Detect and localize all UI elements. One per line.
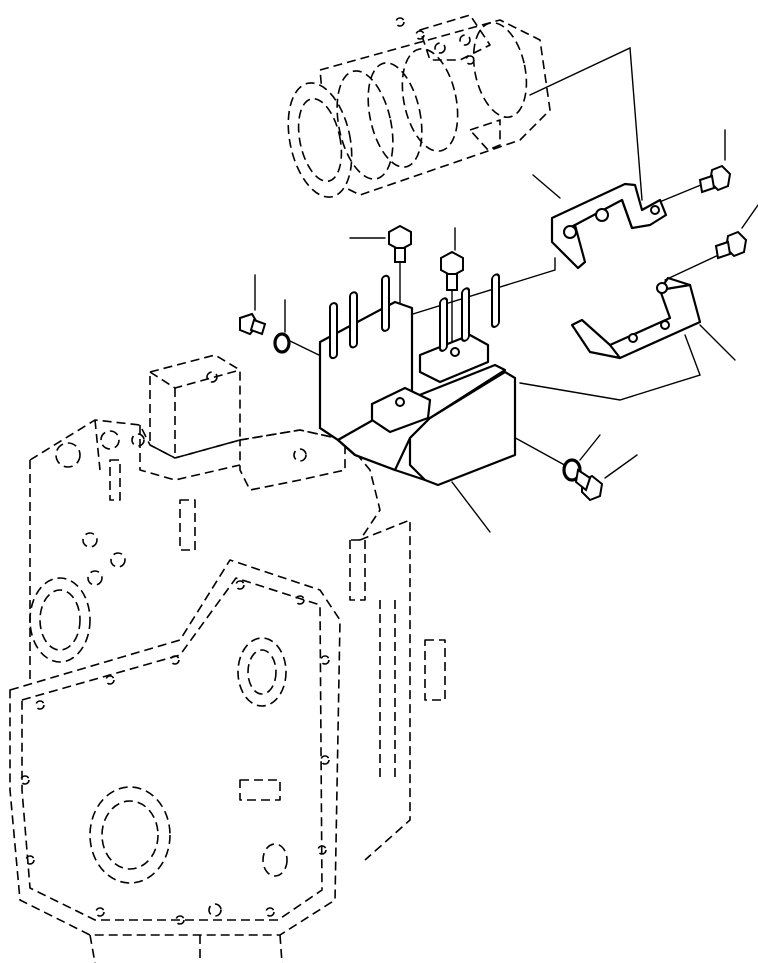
mounting-bracket — [318, 273, 517, 487]
air-cleaner-band-3 — [401, 48, 459, 152]
air-cleaner-fitting-1 — [434, 42, 446, 54]
leader-mid-bolt — [741, 204, 758, 229]
bracket-back-slot-3 — [381, 274, 390, 332]
gear-cover-small-bore — [262, 843, 288, 877]
upper-strap-nut-2 — [563, 225, 577, 239]
bracket-front-slot-3 — [491, 273, 500, 328]
housing-base-hole — [208, 903, 222, 917]
bracket-bottom-edge — [318, 426, 427, 482]
leader-lines — [254, 129, 758, 533]
center-line-lower-strap — [519, 334, 701, 401]
air-cleaner-outlet — [472, 21, 528, 119]
housing-slot-1 — [109, 459, 121, 501]
bracket-front-slot-2 — [461, 287, 470, 342]
air-cleaner-foot — [469, 119, 501, 151]
gear-cover-crank-bore — [89, 786, 171, 884]
air-cleaner-band-2 — [367, 62, 423, 168]
air-cleaner-end-cap — [287, 82, 353, 198]
air-cleaner-end-cap-inner — [297, 97, 343, 183]
air-cleaner-fitting-3 — [395, 17, 405, 27]
bracket-pad-left-hole — [395, 397, 405, 407]
housing-boss-2 — [100, 430, 120, 450]
washer-left — [273, 332, 291, 354]
upper-strap-body — [550, 182, 668, 270]
housing-hole-2 — [87, 570, 103, 586]
housing-upper-pad — [239, 429, 346, 491]
center-line-washer-left — [287, 339, 326, 359]
center-line-bracket-upper — [399, 257, 556, 319]
housing-left-bore — [29, 577, 91, 663]
bracket-pad-right-hole — [450, 347, 460, 357]
housing-slot-2 — [179, 499, 196, 551]
lower-strap-bracket — [570, 276, 702, 360]
upper-strap-bracket — [550, 182, 668, 270]
housing-upper-edges — [29, 419, 241, 690]
housing-pad-hole — [293, 448, 307, 462]
bolt-upper-strap — [698, 164, 732, 194]
gear-cover-plate — [9, 559, 341, 936]
washer-right — [562, 458, 582, 482]
engine-front-housing — [9, 354, 446, 963]
air-cleaner — [287, 14, 551, 198]
bracket-back-slot-1 — [329, 302, 338, 360]
bolt-left-side — [239, 312, 267, 336]
air-cleaner-fitting-2 — [459, 34, 471, 46]
gear-cover-upper-bore — [237, 637, 287, 707]
lower-strap-hole-2 — [660, 320, 670, 330]
leader-right-washer — [579, 434, 601, 461]
fasteners — [239, 164, 748, 502]
center-line-washer-right — [509, 434, 571, 469]
leader-mounting-bracket — [451, 481, 491, 533]
center-line-mid-bolt — [664, 251, 726, 281]
upper-strap-nut-1 — [595, 208, 609, 222]
gear-cover-flange — [21, 577, 323, 921]
lower-strap-hole-1 — [656, 282, 668, 294]
gear-cover-upper-bore-inner — [247, 649, 277, 695]
air-cleaner-band-1 — [336, 70, 394, 180]
bolt-lower-strap — [714, 230, 748, 260]
leader-right-bolt — [604, 454, 638, 479]
housing-right-side — [359, 519, 411, 861]
bracket-pad-left — [370, 386, 432, 434]
air-cleaner-body — [319, 19, 551, 196]
bolt-bracket-left — [388, 224, 412, 263]
lower-strap-hole-3 — [628, 333, 638, 343]
housing-left-bore-inner — [39, 589, 81, 651]
air-cleaner-fitting-4 — [415, 30, 425, 40]
housing-plug — [206, 371, 218, 383]
housing-ribs — [379, 600, 396, 780]
housing-base-edges — [89, 934, 283, 963]
housing-hole-3 — [110, 552, 126, 568]
housing-boss-3 — [131, 433, 145, 447]
bracket-front-slot-1 — [439, 297, 448, 352]
center-line-cleaner-upper — [529, 46, 643, 201]
lower-strap-body — [570, 276, 702, 360]
air-cleaner-fitting-5 — [465, 55, 475, 65]
bracket-front-wall — [408, 370, 517, 487]
gear-cover-boss — [239, 779, 281, 801]
housing-hole-1 — [82, 532, 98, 548]
housing-top-block — [149, 354, 241, 459]
upper-strap-hole — [650, 205, 660, 215]
leader-upper-strap — [532, 174, 561, 199]
bolt-right-side — [574, 468, 604, 502]
air-cleaner-inlet-housing — [419, 14, 491, 61]
housing-right-slot-2 — [424, 639, 446, 701]
gear-cover-bolt-holes — [20, 580, 330, 925]
bolt-bracket-right — [440, 250, 464, 291]
housing-boss-1 — [55, 442, 81, 468]
bracket-back-slot-2 — [349, 291, 358, 349]
leader-lower-strap — [699, 324, 736, 361]
gear-cover-crank-bore-inner — [101, 800, 159, 870]
housing-top-block-edge — [149, 369, 241, 458]
housing-right-slot-1 — [349, 539, 366, 601]
